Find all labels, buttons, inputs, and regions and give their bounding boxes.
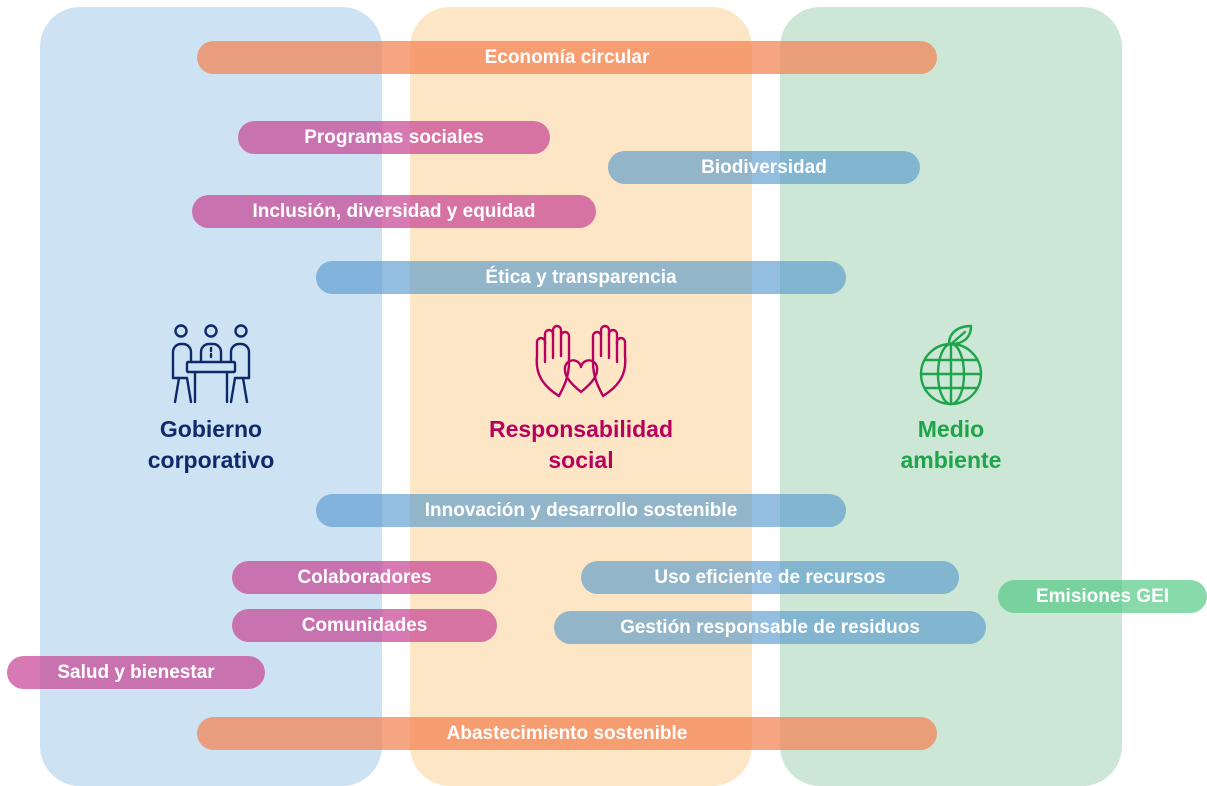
pill-inclusion-diversidad-equidad: Inclusión, diversidad y equidad [192, 195, 596, 228]
globe-leaf-icon [919, 324, 983, 406]
pill-innovacion-desarrollo: Innovación y desarrollo sostenible [316, 494, 846, 527]
category-label-line2: corporativo [147, 447, 275, 473]
pill-programas-sociales: Programas sociales [238, 121, 550, 154]
category-label-line1: Gobierno [159, 416, 263, 442]
pill-biodiversidad: Biodiversidad [608, 151, 920, 184]
category-label-line1: Medio [917, 416, 985, 442]
category-label-line2: social [548, 447, 614, 473]
category-label-line2: ambiente [900, 447, 1002, 473]
pill-colaboradores: Colaboradores [232, 561, 497, 594]
pill-emisiones-gei: Emisiones GEI [998, 580, 1207, 613]
pill-economia-circular: Economía circular [197, 41, 937, 74]
pill-gestion-residuos: Gestión responsable de residuos [554, 611, 986, 644]
category-gobierno-corporativo: Gobierno corporativo [101, 322, 321, 476]
pill-etica-transparencia: Ética y transparencia [316, 261, 846, 294]
category-label-line1: Responsabilidad [488, 416, 674, 442]
pill-salud-bienestar: Salud y bienestar [7, 656, 265, 689]
hands-heart-icon [535, 324, 627, 398]
category-medio-ambiente: Medio ambiente [841, 322, 1061, 476]
pill-abastecimiento-sostenible: Abastecimiento sostenible [197, 717, 937, 750]
pill-comunidades: Comunidades [232, 609, 497, 642]
category-responsabilidad-social: Responsabilidad social [471, 322, 691, 476]
meeting-people-icon [171, 324, 251, 404]
pill-uso-eficiente-recursos: Uso eficiente de recursos [581, 561, 959, 594]
